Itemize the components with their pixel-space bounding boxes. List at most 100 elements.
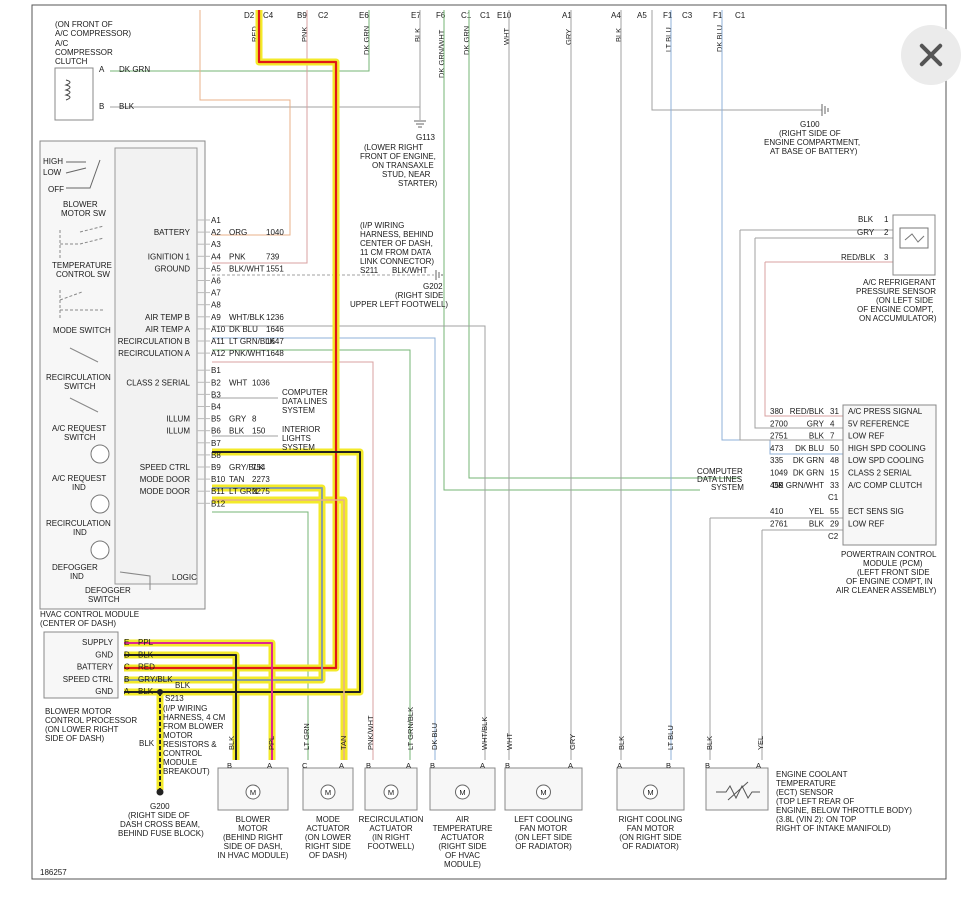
s213-line: HARNESS, 4 CM <box>163 713 226 722</box>
compressor-label-line: COMPRESSOR <box>55 48 113 57</box>
actuator-pin: C <box>302 761 308 770</box>
pcm-pin-function: CLASS 2 SERIAL <box>848 469 912 478</box>
pcm-cdl: SYSTEM <box>711 483 744 492</box>
ps-wire: GRY <box>857 228 875 237</box>
ps-label: PRESSURE SENSOR <box>856 287 936 296</box>
actuator-wire: WHT/BLK <box>480 717 489 750</box>
g113-line: (LOWER RIGHT <box>364 143 423 152</box>
hvac-pin-function: MODE DOOR <box>140 487 190 496</box>
s213-line: MOTOR <box>163 731 193 740</box>
g202-line: (RIGHT SIDE <box>395 291 443 300</box>
bcp-pin-function: SUPPLY <box>82 638 114 647</box>
bcp-pin-id: D <box>124 650 130 659</box>
pcm-pin-wire: GRY <box>807 419 825 428</box>
hvac-pin-wire: BLK/WHT <box>229 264 265 273</box>
hvac-pin-wire: DK BLU <box>229 325 258 334</box>
pcm-pin-circuit: 335 <box>770 456 784 465</box>
s213-splice-dot <box>157 689 163 695</box>
mode-actuator-label: RIGHT SIDE <box>305 842 351 851</box>
compressor-clutch: (ON FRONT OF A/C COMPRESSOR) A/C COMPRES… <box>54 20 150 121</box>
top-wire: LT BLU <box>664 27 673 52</box>
switch-icon <box>59 290 104 318</box>
top-pin: E10 <box>497 11 512 20</box>
hvac-pin-function: ILLUM <box>166 415 190 424</box>
g200-id: G200 <box>150 802 170 811</box>
mode-actuator-label: MODE <box>316 815 340 824</box>
ps-pin: 2 <box>884 228 889 237</box>
actuator-pin: A <box>756 761 761 770</box>
hvac-pin-circuit: 1040 <box>266 228 284 237</box>
s211-line: (I/P WIRING <box>360 221 404 230</box>
switch-label: RECIRCULATION <box>46 519 111 528</box>
hvac-logic-label: LOGIC <box>172 573 197 582</box>
pcm-pin-circuit: 459 <box>770 481 784 490</box>
led-icon <box>90 540 110 560</box>
switch-label: RECIRCULATION <box>46 373 111 382</box>
s213-id: S213 <box>165 694 184 703</box>
pcm-pin-id: 31 <box>830 407 839 416</box>
g200-ground-dot <box>156 788 164 796</box>
switch-label: SWITCH <box>64 433 96 442</box>
actuator-pin: B <box>666 761 671 770</box>
g202-id: G202 <box>423 282 443 291</box>
s213-line: FROM BLOWER <box>163 722 224 731</box>
mode-actuator-label: (ON LOWER <box>305 833 351 842</box>
hvac-pin-circuit: 150 <box>252 427 266 436</box>
top-wire: DK GRN/WHT <box>437 29 446 78</box>
air-temperature-actuator-label: ACTUATOR <box>441 833 484 842</box>
compressor-label-line: A/C COMPRESSOR) <box>55 29 131 38</box>
bcp-pin-id: C <box>124 663 130 672</box>
ect-sensor-label: (TOP LEFT REAR OF <box>776 797 854 806</box>
actuator-pin: B <box>227 761 232 770</box>
blower-position: HIGH <box>43 157 63 166</box>
pcm-pin-circuit: 2700 <box>770 419 788 428</box>
cdl-note: DATA LINES <box>282 397 327 406</box>
left-cooling-fan-motor-label: OF RADIATOR) <box>515 842 572 851</box>
compressor-wire: DK GRN <box>119 65 150 74</box>
close-button[interactable] <box>901 25 961 85</box>
hvac-pin-function: BATTERY <box>154 228 191 237</box>
motor-icon <box>455 784 470 800</box>
pcm-pin-id: 55 <box>830 507 839 516</box>
g100-id: G100 <box>800 120 820 129</box>
pcm-pin-circuit: 2761 <box>770 519 788 528</box>
top-wire: DK GRN <box>462 26 471 55</box>
ps-pin: 1 <box>884 215 889 224</box>
top-conn: C1 <box>735 11 746 20</box>
motor-symbol: M <box>459 788 465 797</box>
switch-label: MODE SWITCH <box>53 326 111 335</box>
ect-sensor-label: (3.8L (VIN 2): ON TOP <box>776 815 856 824</box>
bcp-ground-wire: BLK <box>175 681 191 690</box>
right-cooling-fan-motor-label: (ON RIGHT SIDE <box>619 833 682 842</box>
motor-symbol: M <box>325 788 331 797</box>
hvac-pin-function: AIR TEMP B <box>145 313 190 322</box>
air-temperature-actuator-label: (RIGHT SIDE <box>438 842 486 851</box>
bcp-title: (ON LOWER RIGHT <box>45 725 118 734</box>
switch-label: DEFOGGER <box>85 586 131 595</box>
switch-label: MOTOR SW <box>61 209 106 218</box>
s211-line: CENTER OF DASH, <box>360 239 433 248</box>
right-cooling-fan-motor-label: RIGHT COOLING <box>619 815 683 824</box>
g200-line: (RIGHT SIDE OF <box>128 811 190 820</box>
hvac-pin-function: RECIRCULATION B <box>118 337 190 346</box>
pcm-pin-wire: DK BLU <box>795 444 824 453</box>
top-pin: E7 <box>411 11 421 20</box>
hvac-pin-id: B12 <box>211 499 226 508</box>
top-conn: C1 <box>480 11 491 20</box>
hvac-control-module: LOGIC HIGH LOW OFF BLOWER MOTOR SW TEMPE… <box>39 140 328 628</box>
top-pin: F6 <box>436 11 446 20</box>
hvac-pin-id: A11 <box>211 337 225 346</box>
ect-sensor-label: ENGINE COOLANT <box>776 770 848 779</box>
compressor-label-line: A/C <box>55 39 69 48</box>
g100-line: (RIGHT SIDE OF <box>779 129 841 138</box>
pressure-sensor-box <box>892 214 936 276</box>
hvac-pin-wire: TAN <box>229 475 245 484</box>
top-wire: DK GRN <box>362 26 371 55</box>
ps-label: OF ENGINE COMPT, <box>857 305 933 314</box>
